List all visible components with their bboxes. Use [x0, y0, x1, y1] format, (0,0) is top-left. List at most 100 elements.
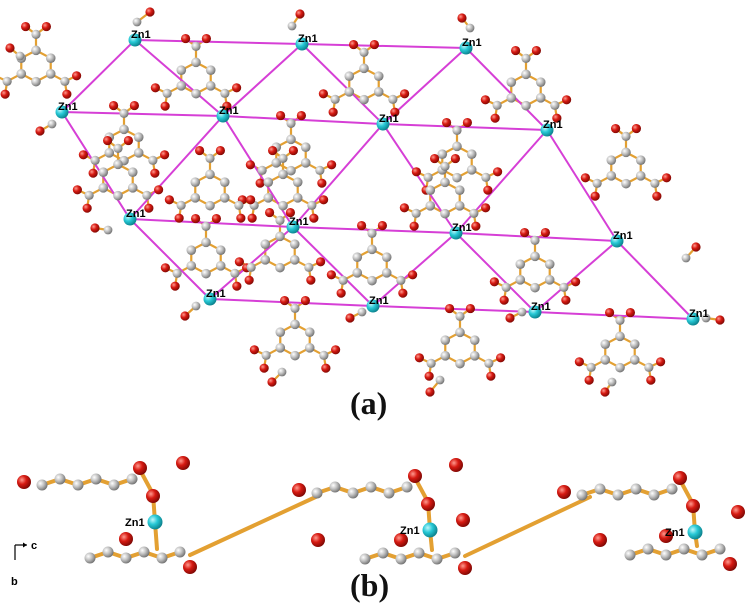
carbon-atom: [72, 479, 84, 491]
network-line: [129, 115, 224, 220]
carbon-atom: [535, 93, 546, 103]
network-line: [616, 240, 694, 320]
oxygen-atom: [652, 191, 662, 201]
carbon-atom: [359, 94, 369, 105]
oxygen-atom: [327, 160, 337, 170]
carbon-atom: [435, 375, 445, 385]
carbon-atom: [286, 165, 296, 176]
oxygen-atom: [317, 178, 327, 188]
zn1-label: Zn1: [369, 295, 389, 307]
oxygen-atom: [465, 303, 475, 314]
oxygen-atom: [430, 153, 440, 164]
carbon-atom: [635, 171, 646, 181]
zinc-atom: [216, 109, 230, 123]
carbon-atom: [98, 183, 109, 193]
oxygen-atom: [458, 561, 472, 575]
oxygen-atom: [88, 168, 98, 178]
carbon-atom: [286, 118, 296, 128]
carbon-atom: [176, 65, 187, 75]
carbon-atom: [191, 88, 201, 99]
oxygen-atom: [311, 533, 325, 547]
carbon-atom: [615, 362, 625, 373]
carbon-atom: [304, 343, 315, 353]
oxygen-atom: [574, 357, 584, 367]
oxygen-atom: [414, 353, 424, 363]
carbon-atom: [381, 252, 392, 262]
carbon-atom: [530, 251, 540, 262]
carbon-atom: [15, 51, 25, 61]
carbon-atom: [304, 327, 315, 337]
carbon-atom: [275, 215, 285, 225]
carbon-atom: [388, 94, 398, 104]
carbon-atom: [431, 553, 443, 565]
oxygen-atom: [176, 456, 190, 470]
zn1-label: Zn1: [400, 525, 420, 537]
oxygen-atom: [183, 560, 197, 574]
carbon-atom: [465, 23, 475, 33]
carbon-atom: [401, 481, 413, 493]
zinc-atom: [459, 41, 473, 55]
carbon-atom: [16, 69, 27, 79]
carbon-atom: [286, 134, 296, 145]
carbon-atom: [469, 351, 480, 361]
carbon-atom: [678, 543, 690, 555]
oxygen-atom: [154, 185, 164, 195]
carbon-atom: [119, 124, 129, 135]
oxygen-atom: [562, 95, 572, 105]
oxygen-atom: [164, 195, 174, 205]
carbon-atom: [383, 487, 395, 499]
carbon-atom: [440, 208, 450, 219]
carbon-atom: [176, 81, 187, 91]
oxygen-atom: [328, 107, 338, 117]
carbon-atom: [648, 489, 660, 501]
carbon-atom: [205, 200, 215, 211]
oxygen-atom: [481, 203, 491, 213]
zinc-atom: [286, 220, 300, 234]
carbon-atom: [205, 169, 215, 180]
carbon-atom: [615, 331, 625, 342]
oxygen-atom: [0, 89, 10, 99]
carbon-atom: [592, 178, 602, 188]
zn1-label: Zn1: [125, 517, 145, 529]
oxygen-atom: [150, 83, 160, 93]
carbon-atom: [559, 282, 569, 292]
network-line: [61, 39, 136, 113]
network-line: [222, 115, 384, 125]
oxygen-atom: [505, 313, 515, 323]
carbon-atom: [515, 259, 526, 269]
carbon-atom: [315, 165, 325, 175]
carbon-atom: [381, 268, 392, 278]
carbon-atom: [84, 190, 94, 200]
carbon-atom: [373, 71, 384, 81]
oxygen-atom: [561, 295, 571, 305]
oxygen-atom: [222, 101, 232, 111]
oxygen-atom: [571, 277, 581, 287]
carbon-atom: [290, 303, 300, 313]
network-line: [209, 298, 374, 307]
carbon-atom: [201, 237, 211, 248]
carbon-atom: [304, 262, 314, 272]
oxygen-atom: [349, 39, 359, 50]
carbon-atom: [606, 171, 617, 181]
carbon-atom: [132, 17, 142, 27]
oxygen-atom: [150, 168, 160, 178]
oxygen-atom: [442, 117, 452, 128]
carbon-atom: [127, 183, 138, 193]
carbon-atom: [440, 177, 450, 188]
oxygen-atom: [72, 71, 82, 81]
oxygen-atom: [195, 145, 205, 156]
carbon-atom: [176, 200, 186, 210]
carbon-atom: [530, 282, 540, 293]
zn1-label: Zn1: [206, 288, 226, 300]
oxygen-atom: [510, 45, 521, 56]
network-line: [382, 123, 548, 131]
carbon-atom: [600, 339, 611, 349]
oxygen-atom: [319, 195, 329, 205]
panel-a-atoms: [0, 7, 725, 397]
carbon-atom: [234, 200, 244, 210]
carbon-atom: [138, 546, 150, 558]
carbon-atom: [2, 76, 12, 86]
carbon-atom: [395, 553, 407, 565]
network-line: [61, 111, 131, 220]
panel-b-bonds: [40, 468, 722, 561]
